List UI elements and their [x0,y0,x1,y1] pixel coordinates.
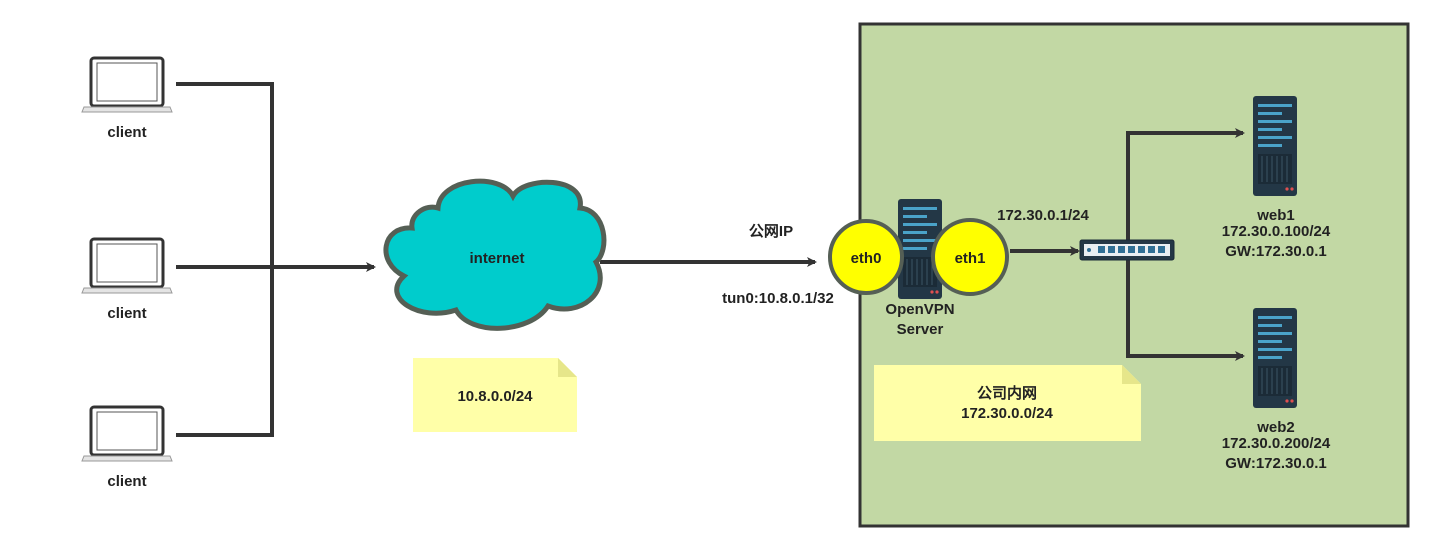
web2-server-icon [1252,307,1298,409]
eth1-ip-label: 172.30.0.1/24 [997,207,1089,224]
web1-ip: 172.30.0.100/24 [1222,223,1331,240]
client-label: client [107,305,146,322]
openvpn-server-label-line1: OpenVPN [885,301,954,318]
company-network-subnet: 172.30.0.0/24 [961,405,1053,422]
laptop-icon [80,56,174,114]
note-fold [1122,365,1141,384]
tun0-label: tun0:10.8.0.1/32 [722,290,834,307]
client1-link [176,82,274,267]
client-label: client [107,124,146,141]
network-switch-icon [1079,239,1175,261]
company-network-title: 公司内网 [977,384,1037,402]
web1-name: web1 [1256,207,1295,224]
company-network-note [874,365,1141,441]
laptop-icon [80,405,174,463]
laptop-icon [80,237,174,295]
eth0-label: eth0 [851,250,882,267]
internet-subnet-text: 10.8.0.0/24 [457,388,533,405]
client3-link [176,267,274,437]
eth0-interface [828,219,904,295]
web1-server-icon [1252,95,1298,197]
switch-to-web2-arrow [1126,258,1245,361]
internet-subnet-note [413,358,577,432]
eth1-label: eth1 [955,250,986,267]
switch-to-web1-arrow [1126,128,1245,242]
client-label: client [107,473,146,490]
internet-cloud [383,178,607,331]
web1-gateway: GW:172.30.0.1 [1225,243,1326,260]
web2-ip: 172.30.0.200/24 [1222,435,1331,452]
eth1-interface [931,218,1009,296]
web2-name: web2 [1256,419,1295,436]
openvpn-server-label-line2: Server [897,321,944,338]
public-ip-label: 公网IP [749,223,793,240]
internet-label: internet [469,250,524,267]
note-fold [558,358,577,377]
web2-gateway: GW:172.30.0.1 [1225,455,1326,472]
